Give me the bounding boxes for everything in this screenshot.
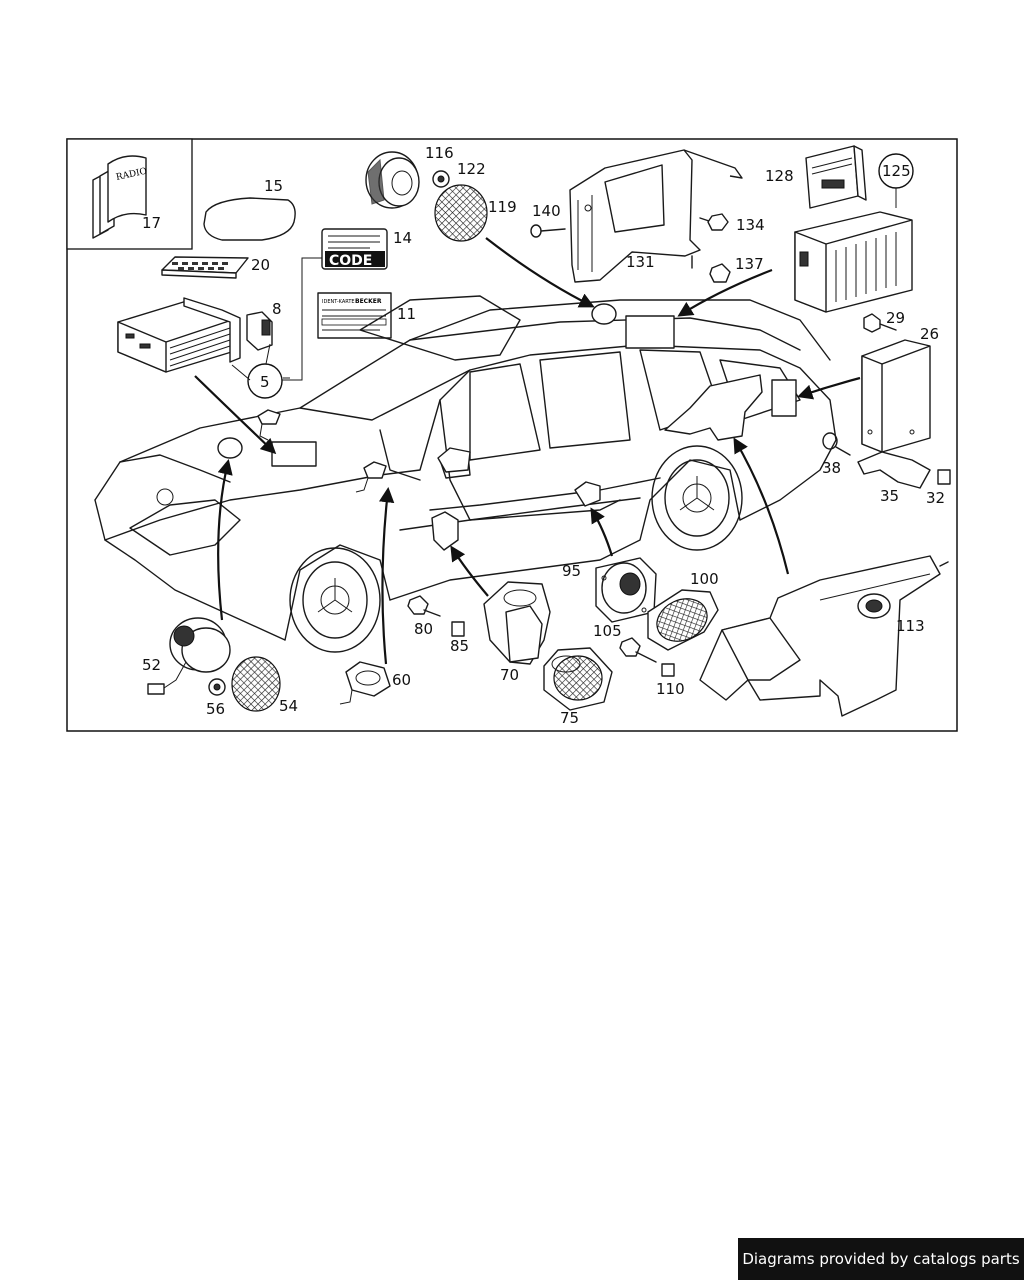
ident-card-right: BECKER — [355, 298, 382, 305]
clip-32 — [937, 469, 951, 485]
nut-134 — [699, 213, 729, 231]
callout-54: 54 — [279, 697, 298, 715]
bolt-140 — [530, 224, 566, 238]
rear-speaker-box-113 — [699, 555, 949, 717]
arrow-front-tweeter — [217, 459, 233, 621]
callout-29: 29 — [886, 309, 905, 327]
callout-134: 134 — [736, 216, 765, 234]
arrow-rear-tweeter — [485, 237, 595, 308]
ident-card: IDENT-KARTE BECKER — [317, 292, 392, 339]
arrow-front-door-speaker — [450, 545, 489, 597]
callout-140: 140 — [532, 202, 561, 220]
callout-128: 128 — [765, 167, 794, 185]
rear-tweeter-location — [591, 303, 617, 325]
bolt-29 — [863, 313, 897, 333]
callout-32: 32 — [926, 489, 945, 507]
arrow-radio — [194, 375, 277, 455]
speaker-housing-70 — [483, 581, 551, 665]
bolt-80 — [407, 595, 441, 617]
callout-119: 119 — [488, 198, 517, 216]
callout-110: 110 — [656, 680, 685, 698]
radio-manual: RADIO — [92, 155, 148, 239]
callout-8: 8 — [272, 300, 282, 318]
navigation-module-128 — [805, 145, 867, 209]
bracket-35 — [857, 451, 931, 489]
callout-122: 122 — [457, 160, 486, 178]
callout-26: 26 — [920, 325, 939, 343]
star-washer-56 — [208, 678, 226, 696]
code-card: CODE — [321, 228, 388, 270]
part-cover — [203, 197, 296, 241]
dash-speaker-location — [363, 461, 387, 479]
front-speaker-location — [257, 409, 281, 425]
control-unit-location — [771, 379, 797, 417]
callout-113: 113 — [896, 617, 925, 635]
bolt-105 — [619, 637, 657, 663]
ident-card-left: IDENT-KARTE — [322, 299, 355, 305]
radio-unit — [117, 297, 241, 373]
code-card-text: CODE — [329, 253, 372, 269]
callout-52: 52 — [142, 656, 161, 674]
arrow-dash-speaker — [378, 486, 395, 665]
callout-labels: 17 15 116 122 119 14 20 8 11 5 140 131 1… — [142, 144, 945, 727]
amplifier-bracket — [569, 149, 743, 283]
front-door-speaker-location — [431, 511, 459, 551]
callout-75: 75 — [560, 709, 579, 727]
front-speaker-52 — [147, 617, 231, 695]
arrow-amplifier — [677, 268, 773, 317]
callout-105: 105 — [593, 622, 622, 640]
tweeter-speaker-rear — [365, 151, 420, 209]
callout-100: 100 — [690, 570, 719, 588]
callout-125: 125 — [882, 162, 911, 180]
callout-11: 11 — [397, 305, 416, 323]
clip-110 — [661, 663, 675, 677]
callout-17: 17 — [142, 214, 161, 232]
arrow-rear-panel — [733, 437, 790, 575]
callout-circle-5 — [247, 363, 283, 399]
callout-56: 56 — [206, 700, 225, 718]
callout-70: 70 — [500, 666, 519, 684]
callout-116: 116 — [425, 144, 454, 162]
callout-131: 131 — [626, 253, 655, 271]
rear-panel-location — [664, 374, 763, 441]
amplifier-125 — [794, 211, 913, 313]
callout-85: 85 — [450, 637, 469, 655]
speaker-grille-54 — [231, 656, 281, 712]
arrow-door-speaker — [590, 507, 614, 557]
callout-35: 35 — [880, 487, 899, 505]
callout-14: 14 — [393, 229, 412, 247]
callout-20: 20 — [251, 256, 270, 274]
clip-85 — [451, 621, 465, 637]
front-tweeter-grille-location — [217, 437, 243, 459]
door-speaker-location — [574, 481, 601, 507]
dash-speaker-60 — [339, 661, 391, 705]
callout-38: 38 — [822, 459, 841, 477]
star-washer-122 — [432, 170, 450, 188]
control-unit-26 — [861, 339, 931, 453]
radio-location — [271, 441, 317, 467]
arrow-control-unit — [797, 376, 861, 400]
door-speaker-grille-100 — [647, 589, 719, 651]
door-speaker-95 — [595, 557, 657, 623]
radio-bracket — [246, 311, 273, 351]
car-body — [94, 295, 837, 653]
footer-attribution: Diagrams provided by catalogs parts — [738, 1238, 1024, 1280]
remote-control — [161, 256, 249, 279]
callout-60: 60 — [392, 671, 411, 689]
nut-137 — [691, 255, 731, 283]
callout-137: 137 — [735, 255, 764, 273]
callout-95: 95 — [562, 562, 581, 580]
amplifier-location — [625, 315, 675, 349]
callout-15: 15 — [264, 177, 283, 195]
callout-80: 80 — [414, 620, 433, 638]
speaker-75 — [543, 647, 613, 711]
speaker-grille-119 — [434, 184, 488, 242]
callout-5: 5 — [260, 373, 270, 391]
